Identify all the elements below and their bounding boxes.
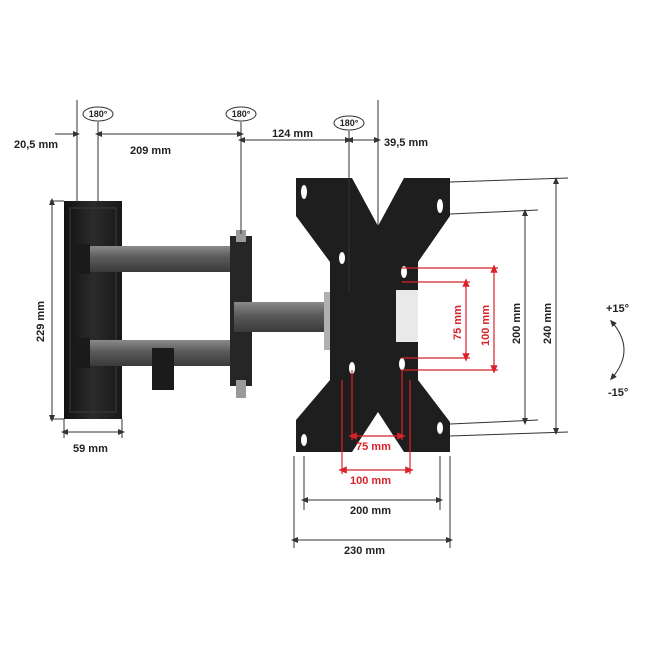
upper-arm [76, 236, 252, 390]
dim-vesa-outer-w: 100 mm [350, 475, 391, 487]
lower-arm [234, 302, 334, 332]
dim-depth-wall: 20,5 mm [14, 139, 58, 151]
dim-plate-width-inner: 200 mm [350, 505, 391, 517]
dim-arm-first: 209 mm [130, 145, 171, 157]
tilt-up-label: +15° [606, 303, 629, 315]
rotation-indicators: 180° 180° 180° [82, 106, 365, 131]
rotation-pivot-2-label: 180° [232, 109, 251, 119]
wall-width-dimension [61, 419, 125, 438]
tilt-indicator [610, 319, 625, 381]
dim-vesa-inner-h: 75 mm [452, 305, 464, 340]
dim-plate-height-inner: 200 mm [511, 303, 523, 344]
vesa-vertical-dimensions [402, 264, 498, 374]
rotation-pivot-1-label: 180° [89, 109, 108, 119]
dim-vesa-inner-w: 75 mm [356, 441, 391, 453]
rotation-pivot-2: 180° [225, 106, 257, 122]
dim-plate-depth: 39,5 mm [384, 137, 428, 149]
tilt-down-label: -15° [608, 387, 628, 399]
rotation-pivot-1: 180° [82, 106, 114, 122]
plate-height-dimensions [449, 177, 569, 437]
wall-height-dimension [49, 198, 64, 422]
hinge-bolt [236, 230, 246, 398]
dim-plate-height-outer: 240 mm [542, 303, 554, 344]
dim-vesa-outer-h: 100 mm [480, 305, 492, 346]
plate-width-dimensions [291, 456, 453, 548]
vesa-plate [296, 178, 450, 452]
wall-plate [64, 201, 122, 419]
dim-wall-height: 229 mm [35, 301, 47, 342]
top-dimension-lines [55, 100, 381, 292]
dim-arm-second: 124 mm [272, 128, 313, 140]
dim-wall-width: 59 mm [73, 443, 108, 455]
vesa-horizontal-dimensions [338, 370, 414, 474]
rotation-pivot-3: 180° [333, 115, 365, 131]
rotation-pivot-3-label: 180° [340, 118, 359, 128]
dim-plate-width-outer: 230 mm [344, 545, 385, 557]
